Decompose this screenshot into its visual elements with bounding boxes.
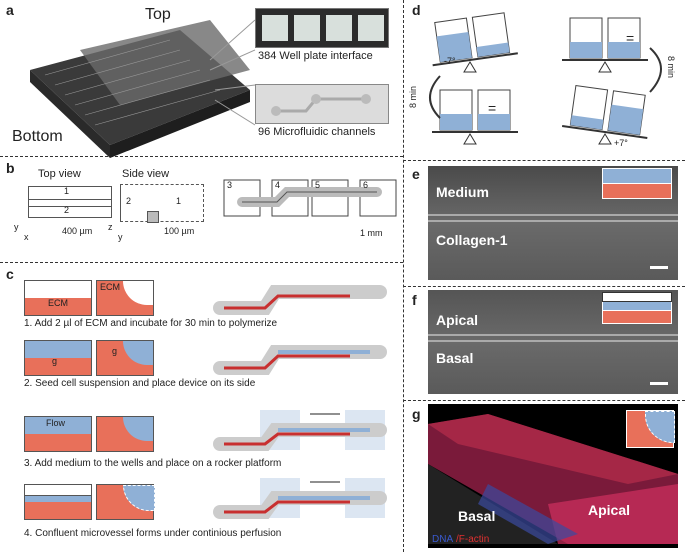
scale-bar-e bbox=[650, 266, 668, 269]
step1-side-section bbox=[96, 280, 154, 316]
vertical-divider bbox=[403, 0, 404, 552]
step2-g-label: g bbox=[52, 356, 58, 366]
top-view-2: 2 bbox=[64, 205, 70, 215]
factin-label: /F-actin bbox=[456, 534, 490, 545]
divider-d-e bbox=[403, 160, 685, 161]
scale-400um: 400 µm bbox=[62, 226, 93, 236]
micrograph-e: Medium Collagen-1 bbox=[428, 166, 678, 280]
equal-bottom-left: = bbox=[488, 100, 497, 116]
step4-cross-section bbox=[24, 484, 92, 520]
chip-5: 5 bbox=[315, 180, 321, 190]
top-view-label: Top view bbox=[38, 168, 81, 180]
top-view-1: 1 bbox=[64, 186, 70, 196]
chip-layout-diagram bbox=[223, 179, 397, 217]
step1-chip bbox=[213, 285, 387, 315]
angle-plus7: +7° bbox=[614, 138, 628, 148]
step3-text: 3. Add medium to the wells and place on … bbox=[24, 458, 282, 469]
panel-d-letter: d bbox=[412, 2, 421, 18]
panel-a-letter: a bbox=[6, 2, 14, 18]
step4-chip bbox=[213, 478, 387, 519]
step1-text: 1. Add 2 µl of ECM and incubate for 30 m… bbox=[24, 318, 278, 329]
scale-1mm: 1 mm bbox=[360, 228, 383, 238]
well-interface-photo bbox=[255, 8, 389, 48]
bottom-label: Bottom bbox=[12, 128, 63, 145]
side-view-2: 2 bbox=[126, 196, 132, 206]
time-left: 8 min bbox=[408, 85, 419, 109]
channels-label: 96 Microfluidic channels bbox=[258, 126, 376, 138]
basal-label-g: Basal bbox=[458, 508, 496, 524]
step2-side-section bbox=[96, 340, 154, 376]
step3-chip bbox=[213, 410, 387, 451]
divider-b-c bbox=[0, 262, 403, 263]
channel-photo bbox=[255, 84, 389, 124]
well-plate-illustration bbox=[30, 20, 250, 158]
divider-a-b bbox=[0, 156, 403, 157]
chip-6: 6 bbox=[363, 180, 369, 190]
chip-3: 3 bbox=[227, 180, 233, 190]
step2-text: 2. Seed cell suspension and place device… bbox=[24, 378, 256, 389]
legend-f bbox=[602, 292, 672, 324]
top-label: Top bbox=[145, 6, 171, 23]
scale-bar-f bbox=[650, 382, 668, 385]
collagen-label: Collagen-1 bbox=[436, 232, 508, 248]
panel-f-letter: f bbox=[412, 292, 417, 308]
panel-e-letter: e bbox=[412, 166, 420, 182]
axis-x-b1: x bbox=[24, 232, 29, 242]
axis-y-b1: y bbox=[14, 222, 19, 232]
micrograph-f: Apical Basal bbox=[428, 290, 678, 394]
side-view-1: 1 bbox=[176, 196, 182, 206]
step2-cross-section bbox=[24, 340, 92, 376]
axis-z-b2: z bbox=[108, 222, 113, 232]
legend-g bbox=[626, 410, 675, 448]
axis-y-b2: y bbox=[118, 232, 123, 242]
panel-c-letter: c bbox=[6, 266, 14, 282]
apical-label-f: Apical bbox=[436, 312, 479, 328]
panel-g-letter: g bbox=[412, 406, 421, 422]
step2-chip bbox=[213, 345, 387, 375]
angle-minus7: -7° bbox=[444, 56, 456, 66]
zoom-lines bbox=[209, 19, 256, 126]
scale-100um: 100 µm bbox=[164, 226, 195, 236]
basal-label-f: Basal bbox=[436, 350, 474, 366]
confocal-image-g: Basal Apical DNA /F-actin bbox=[428, 404, 678, 548]
divider-f-g bbox=[403, 400, 685, 401]
side-view-label: Side view bbox=[122, 168, 170, 180]
top-view-diagram bbox=[28, 186, 112, 218]
chip-4: 4 bbox=[275, 180, 281, 190]
step3-cross-section bbox=[24, 416, 92, 452]
step1-ecm-label-2: ECM bbox=[100, 282, 120, 292]
equal-top-right: = bbox=[626, 30, 635, 46]
step4-side-section bbox=[96, 484, 155, 520]
step3-side-section bbox=[96, 416, 154, 452]
legend-e bbox=[602, 168, 672, 199]
step2-g-label-2: g bbox=[112, 346, 118, 356]
divider-e-f bbox=[403, 286, 685, 287]
rocker-diagram bbox=[429, 12, 662, 145]
apical-label-g: Apical bbox=[588, 502, 631, 518]
step3-flow-label: Flow bbox=[46, 418, 66, 428]
medium-label: Medium bbox=[436, 184, 489, 200]
panel-b-letter: b bbox=[6, 160, 15, 176]
step4-text: 4. Confluent microvessel forms under con… bbox=[24, 528, 282, 539]
well-interface-label: 384 Well plate interface bbox=[258, 50, 373, 62]
step1-cross-section bbox=[24, 280, 92, 316]
time-right: 8 min bbox=[666, 55, 677, 79]
side-view-diagram bbox=[120, 184, 204, 223]
dna-label: DNA bbox=[432, 534, 454, 545]
step1-ecm-label: ECM bbox=[48, 298, 68, 308]
